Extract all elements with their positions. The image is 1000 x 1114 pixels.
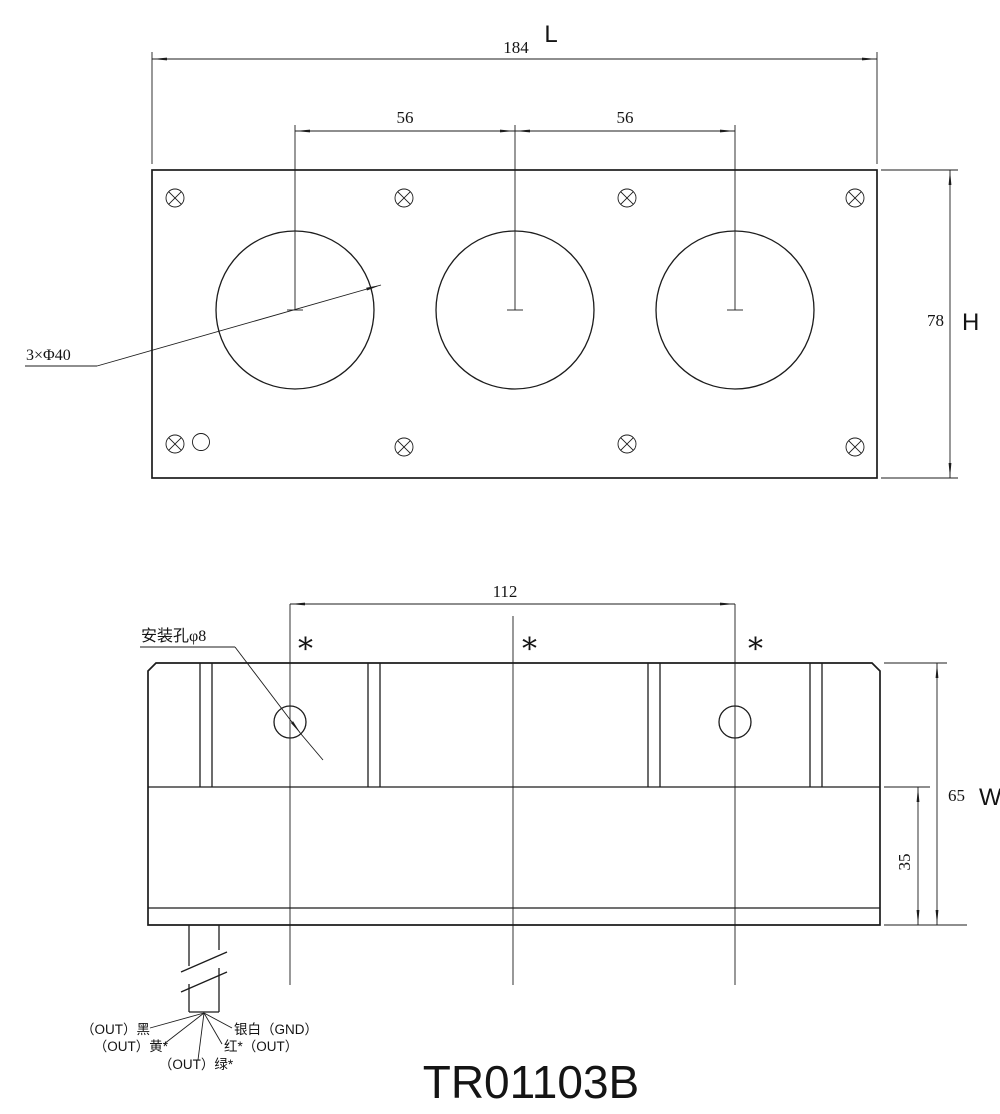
leader-mount-hole (140, 646, 324, 761)
wire-label-red: 红*（OUT） (224, 1039, 298, 1054)
dim-56-right: 56 (617, 108, 634, 127)
dim-step (884, 786, 930, 925)
dim-56-left: 56 (397, 108, 414, 127)
body-outline (147, 662, 881, 926)
dim-W-label: W (979, 784, 1000, 811)
dim-L-label: L (544, 21, 557, 48)
dim-width (884, 662, 967, 926)
wire-fan (149, 1012, 233, 1061)
pilot-hole (192, 433, 210, 451)
screw-group (165, 188, 865, 457)
dim-65-value: 65 (948, 786, 965, 805)
leader-core-holes (25, 284, 382, 367)
wire-label-yellow: （OUT）黄* (94, 1039, 169, 1054)
drawing-title: TR01103B (423, 1056, 640, 1108)
wire-label-black: （OUT）黑 (81, 1022, 150, 1037)
mount-hole-note: 安装孔φ8 (141, 627, 206, 645)
center-lines (289, 604, 736, 985)
dim-overall-length (151, 52, 878, 164)
dim-hole-pitch (287, 125, 743, 311)
wire-label-green: （OUT）绿* (159, 1057, 234, 1072)
core-hole-note: 3×Φ40 (26, 347, 71, 364)
break-mark (180, 971, 228, 993)
faceplate-outline (151, 169, 878, 479)
groove-lines (199, 663, 823, 787)
dim-112-value: 112 (493, 582, 518, 601)
wire-label-silver: 银白（GND） (234, 1022, 318, 1037)
asterisk-mark-1: * (298, 632, 313, 667)
dim-184-value: 184 (503, 38, 529, 57)
dim-H-label: H (962, 309, 979, 336)
cable (180, 925, 228, 1013)
side-view: 112 安装孔φ8 * * * 65 W 35 (81, 582, 1000, 1072)
break-mark (180, 951, 228, 973)
top-view: 184 L 56 56 78 H 3×Φ40 (25, 21, 979, 479)
asterisk-mark-2: * (522, 632, 537, 667)
dim-height (881, 169, 958, 479)
dim-78-value: 78 (927, 311, 944, 330)
asterisk-mark-3: * (748, 632, 763, 667)
dim-35-value: 35 (895, 854, 914, 871)
